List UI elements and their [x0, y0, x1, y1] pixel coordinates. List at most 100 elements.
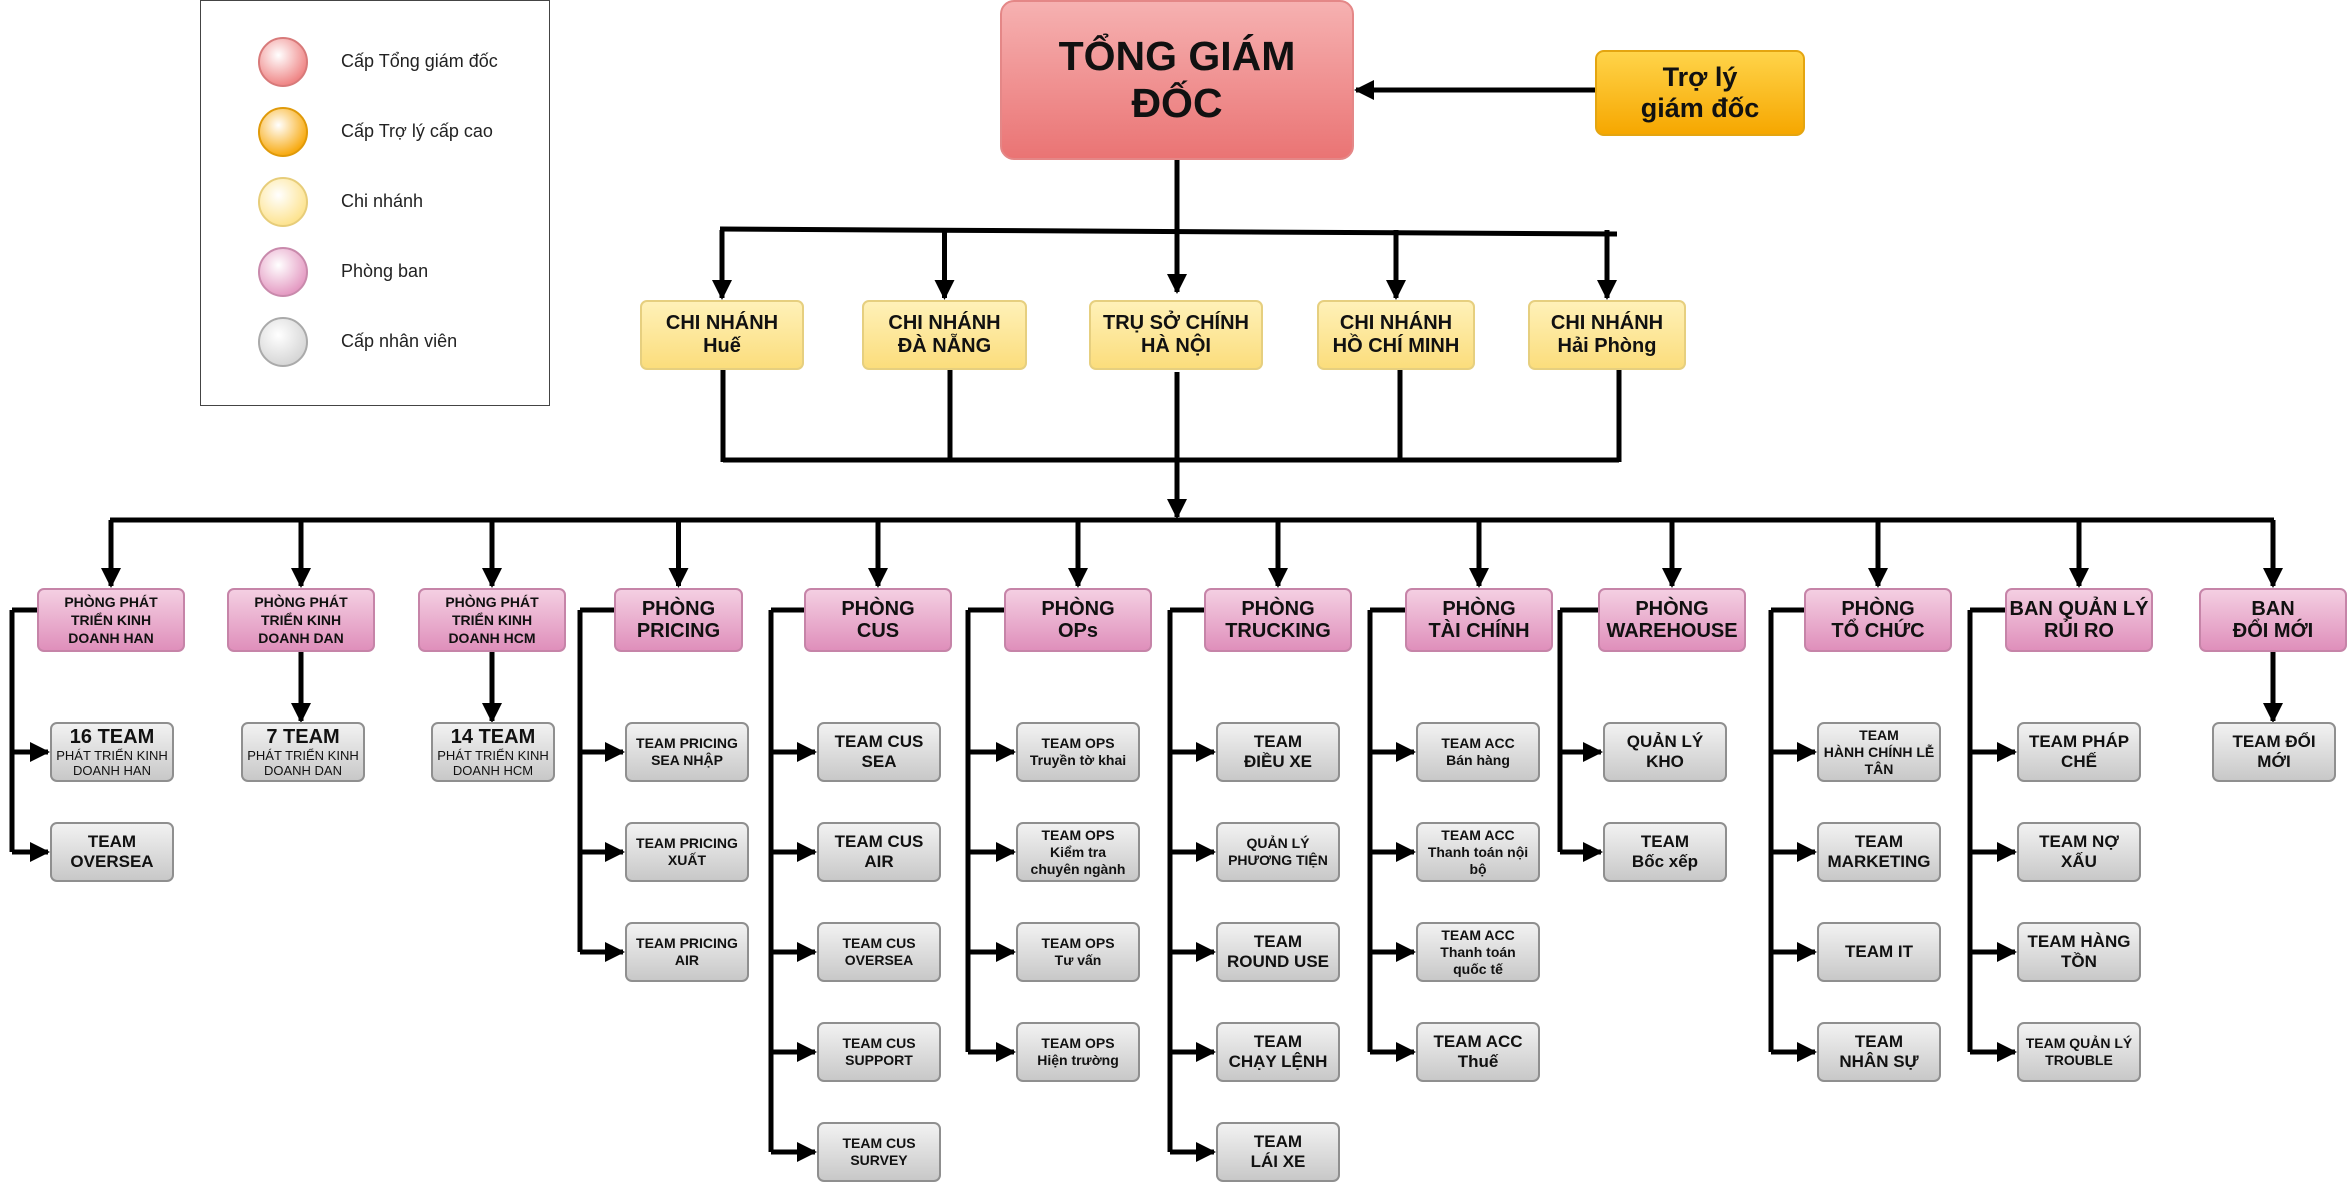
team-node[interactable]: TEAM OPS Kiểm tra chuyên ngành — [1016, 822, 1140, 882]
department-node-label: BAN QUẢN LÝ RỦI RO — [2009, 598, 2149, 642]
department-node[interactable]: BAN QUẢN LÝ RỦI RO — [2005, 588, 2153, 652]
team-node[interactable]: TEAM CUS OVERSEA — [817, 922, 941, 982]
team-node[interactable]: TEAM NHÂN SỰ — [1817, 1022, 1941, 1082]
department-node-label: PHÒNG WAREHOUSE — [1606, 598, 1738, 642]
department-node[interactable]: PHÒNG PHÁT TRIỂN KINH DOANH HCM — [418, 588, 566, 652]
team-node-label: TEAM MARKETING — [1827, 832, 1931, 871]
team-node[interactable]: TEAM PRICING AIR — [625, 922, 749, 982]
department-node-label: PHÒNG PHÁT TRIỂN KINH DOANH DAN — [254, 594, 348, 646]
legend-item: Phòng ban — [201, 244, 551, 300]
team-node[interactable]: TEAM ĐIỀU XE — [1216, 722, 1340, 782]
legend-label: Cấp nhân viên — [341, 331, 458, 351]
team-node-label: TEAM ACC Bán hàng — [1441, 735, 1515, 768]
team-node-label: TEAM ACC Thanh toán nội bộ — [1427, 826, 1529, 877]
legend-swatch — [258, 317, 308, 367]
legend-label: Cấp Tổng giám đốc — [341, 51, 498, 71]
department-node[interactable]: PHÒNG PHÁT TRIỂN KINH DOANH DAN — [227, 588, 375, 652]
team-node-label: TEAM NHÂN SỰ — [1839, 1032, 1919, 1071]
department-node[interactable]: PHÒNG TRUCKING — [1204, 588, 1352, 652]
team-node[interactable]: TEAM CUS SURVEY — [817, 1122, 941, 1182]
department-node-label: PHÒNG TÀI CHÍNH — [1428, 598, 1530, 642]
team-node[interactable]: TEAM ACC Thuế — [1416, 1022, 1540, 1082]
legend-label: Cấp Trợ lý cấp cao — [341, 121, 493, 141]
team-node-label: TEAM OPS Truyền tờ khai — [1029, 735, 1127, 768]
branch-node[interactable]: CHI NHÁNH ĐÀ NẴNG — [862, 300, 1027, 370]
department-node[interactable]: PHÒNG TÀI CHÍNH — [1405, 588, 1553, 652]
team-node[interactable]: TEAM OPS Hiện trường — [1016, 1022, 1140, 1082]
team-node-label: TEAM IT — [1845, 942, 1913, 961]
team-node-label: TEAM HÀNH CHÍNH LỄ TÂN — [1823, 726, 1935, 777]
team-node-label: TEAM OPS Hiện trường — [1037, 1035, 1119, 1068]
department-node-label: PHÒNG TRUCKING — [1225, 598, 1331, 642]
team-node[interactable]: TEAM IT — [1817, 922, 1941, 982]
team-node-label: TEAM ĐIỀU XE — [1243, 732, 1313, 771]
team-node-label: TEAM OVERSEA — [70, 832, 154, 871]
legend-label: Phòng ban — [341, 261, 429, 281]
team-node[interactable]: TEAM OVERSEA — [50, 822, 174, 882]
legend-swatch — [258, 247, 308, 297]
team-node-label: TEAM ACC Thanh toán quốc tế — [1440, 926, 1516, 977]
department-node[interactable]: BAN ĐỔI MỚI — [2199, 588, 2347, 652]
team-node-label: TEAM ĐỔI MỚI — [2232, 732, 2316, 771]
department-node[interactable]: PHÒNG TỔ CHỨC — [1804, 588, 1952, 652]
legend-swatch — [258, 107, 308, 157]
branch-node[interactable]: CHI NHÁNH HỒ CHÍ MINH — [1317, 300, 1475, 370]
department-node[interactable]: PHÒNG OPs — [1004, 588, 1152, 652]
team-subtitle: PHÁT TRIỂN KINH DOANH HCM — [437, 748, 549, 778]
assistant-node-label: Trợ lý giám đốc — [1640, 62, 1760, 123]
department-node[interactable]: PHÒNG CUS — [804, 588, 952, 652]
department-node-label: PHÒNG PRICING — [636, 598, 721, 642]
team-node[interactable]: TEAM CHẠY LỆNH — [1216, 1022, 1340, 1082]
team-node-label: TEAM NỢ XẤU — [2039, 832, 2119, 871]
team-node[interactable]: TEAM CUS AIR — [817, 822, 941, 882]
branch-node[interactable]: TRỤ SỞ CHÍNH HÀ NỘI — [1089, 300, 1263, 370]
team-node-label: TEAM CUS AIR — [834, 832, 924, 871]
team-node[interactable]: TEAM NỢ XẤU — [2017, 822, 2141, 882]
team-node[interactable]: TEAM LÁI XE — [1216, 1122, 1340, 1182]
team-node[interactable]: TEAM PRICING SEA NHẬP — [625, 722, 749, 782]
branch-node[interactable]: CHI NHÁNH Hải Phòng — [1528, 300, 1686, 370]
branch-node-label: CHI NHÁNH Huế — [665, 312, 779, 357]
team-node[interactable]: TEAM Bốc xếp — [1603, 822, 1727, 882]
department-node[interactable]: PHÒNG PRICING — [614, 588, 743, 652]
team-node[interactable]: TEAM PRICING XUẤT — [625, 822, 749, 882]
department-node-label: BAN ĐỔI MỚI — [2232, 598, 2314, 642]
team-node[interactable]: TEAM OPS Truyền tờ khai — [1016, 722, 1140, 782]
team-node-label: QUẢN LÝ PHƯƠNG TIỆN — [1228, 835, 1328, 868]
legend-label: Chi nhánh — [341, 191, 424, 211]
legend-item: Chi nhánh — [201, 174, 551, 230]
assistant-node[interactable]: Trợ lý giám đốc — [1595, 50, 1805, 136]
team-node[interactable]: TEAM QUẢN LÝ TROUBLE — [2017, 1022, 2141, 1082]
team-node-label: TEAM LÁI XE — [1250, 1132, 1306, 1171]
team-node[interactable]: TEAM PHÁP CHẾ — [2017, 722, 2141, 782]
team-node[interactable]: TEAM HÀNH CHÍNH LỄ TÂN — [1817, 722, 1941, 782]
team-node[interactable]: TEAM ĐỔI MỚI — [2212, 722, 2336, 782]
team-node[interactable]: TEAM ACC Thanh toán nội bộ — [1416, 822, 1540, 882]
team-node-label: TEAM PRICING AIR — [636, 935, 738, 968]
team-node[interactable]: TEAM ACC Bán hàng — [1416, 722, 1540, 782]
team-node-label: TEAM CUS SURVEY — [842, 1135, 916, 1168]
team-node[interactable]: TEAM CUS SEA — [817, 722, 941, 782]
team-node-label: TEAM CUS SEA — [834, 732, 924, 771]
legend-item: Cấp Tổng giám đốc — [201, 34, 551, 90]
team-node[interactable]: QUẢN LÝ KHO — [1603, 722, 1727, 782]
team-node[interactable]: TEAM OPS Tư vấn — [1016, 922, 1140, 982]
team-node[interactable]: TEAM ROUND USE — [1216, 922, 1340, 982]
team-node-label: TEAM ROUND USE — [1226, 932, 1329, 971]
team-subtitle: PHÁT TRIỂN KINH DOANH DAN — [247, 748, 359, 778]
department-node[interactable]: PHÒNG WAREHOUSE — [1598, 588, 1746, 652]
department-node-label: PHÒNG PHÁT TRIỂN KINH DOANH HCM — [445, 594, 539, 646]
team-node[interactable]: QUẢN LÝ PHƯƠNG TIỆN — [1216, 822, 1340, 882]
team-node[interactable]: TEAM ACC Thanh toán quốc tế — [1416, 922, 1540, 982]
legend-item: Cấp Trợ lý cấp cao — [201, 104, 551, 160]
team-node[interactable]: TEAM MARKETING — [1817, 822, 1941, 882]
ceo-node[interactable]: TỔNG GIÁM ĐỐC — [1000, 0, 1354, 160]
team-node[interactable]: TEAM HÀNG TỒN — [2017, 922, 2141, 982]
team-node[interactable]: TEAM CUS SUPPORT — [817, 1022, 941, 1082]
branch-node[interactable]: CHI NHÁNH Huế — [640, 300, 804, 370]
department-node[interactable]: PHÒNG PHÁT TRIỂN KINH DOANH HAN — [37, 588, 185, 652]
